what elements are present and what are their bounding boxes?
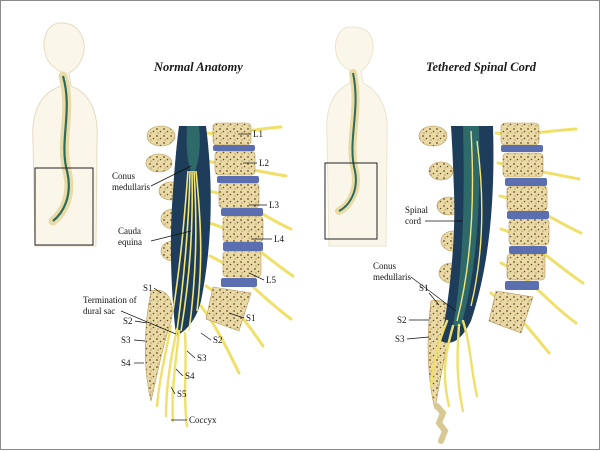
label-L2: L2 [259, 158, 269, 168]
label-spinal-cord-2: cord [405, 216, 421, 226]
label-L3: L3 [269, 200, 279, 210]
label-termination-dural-sac: Termination of [83, 295, 137, 305]
label-tethered-S1: S1 [419, 283, 429, 293]
label-tethered-conus-2: medullaris [373, 272, 411, 282]
tethered-spine [418, 122, 585, 444]
label-S3-right: S3 [197, 353, 207, 363]
title-normal-anatomy: Normal Anatomy [153, 60, 243, 74]
label-S1-right: S1 [246, 313, 256, 323]
label-L5: L5 [266, 275, 276, 285]
label-cauda-equina: Cauda [118, 226, 141, 236]
label-spinal-cord: Spinal [405, 205, 429, 215]
label-tethered-S2: S2 [397, 315, 407, 325]
label-termination-dural-sac-2: dural sac [83, 306, 115, 316]
left-body-thumbnail [32, 22, 98, 247]
normal-spine [144, 122, 295, 428]
title-tethered-spinal-cord: Tethered Spinal Cord [426, 60, 537, 74]
label-cauda-equina-2: equina [118, 237, 142, 247]
label-conus-medullaris: Conus [112, 171, 136, 181]
label-S3-left: S3 [121, 335, 131, 345]
label-S5: S5 [177, 389, 187, 399]
label-coccyx: Coccyx [189, 415, 217, 425]
label-conus-medullaris-2: medullaris [112, 182, 150, 192]
label-S2-left: S2 [123, 316, 133, 326]
left-labels: Conus medullaris Cauda equina Terminatio… [83, 129, 284, 425]
label-L1: L1 [253, 129, 263, 139]
label-S1-left: S1 [143, 283, 153, 293]
right-body-thumbnail [324, 26, 388, 247]
label-S4-left: S4 [121, 358, 131, 368]
label-S2-right: S2 [213, 335, 223, 345]
zoom-box [324, 162, 378, 240]
zoom-box [34, 167, 94, 246]
label-S4-right: S4 [185, 371, 195, 381]
label-tethered-S3: S3 [395, 334, 405, 344]
label-tethered-conus: Conus [373, 261, 397, 271]
label-L4: L4 [274, 234, 284, 244]
right-labels: Spinal cord Conus medullaris S1 S2 S3 [373, 205, 463, 344]
